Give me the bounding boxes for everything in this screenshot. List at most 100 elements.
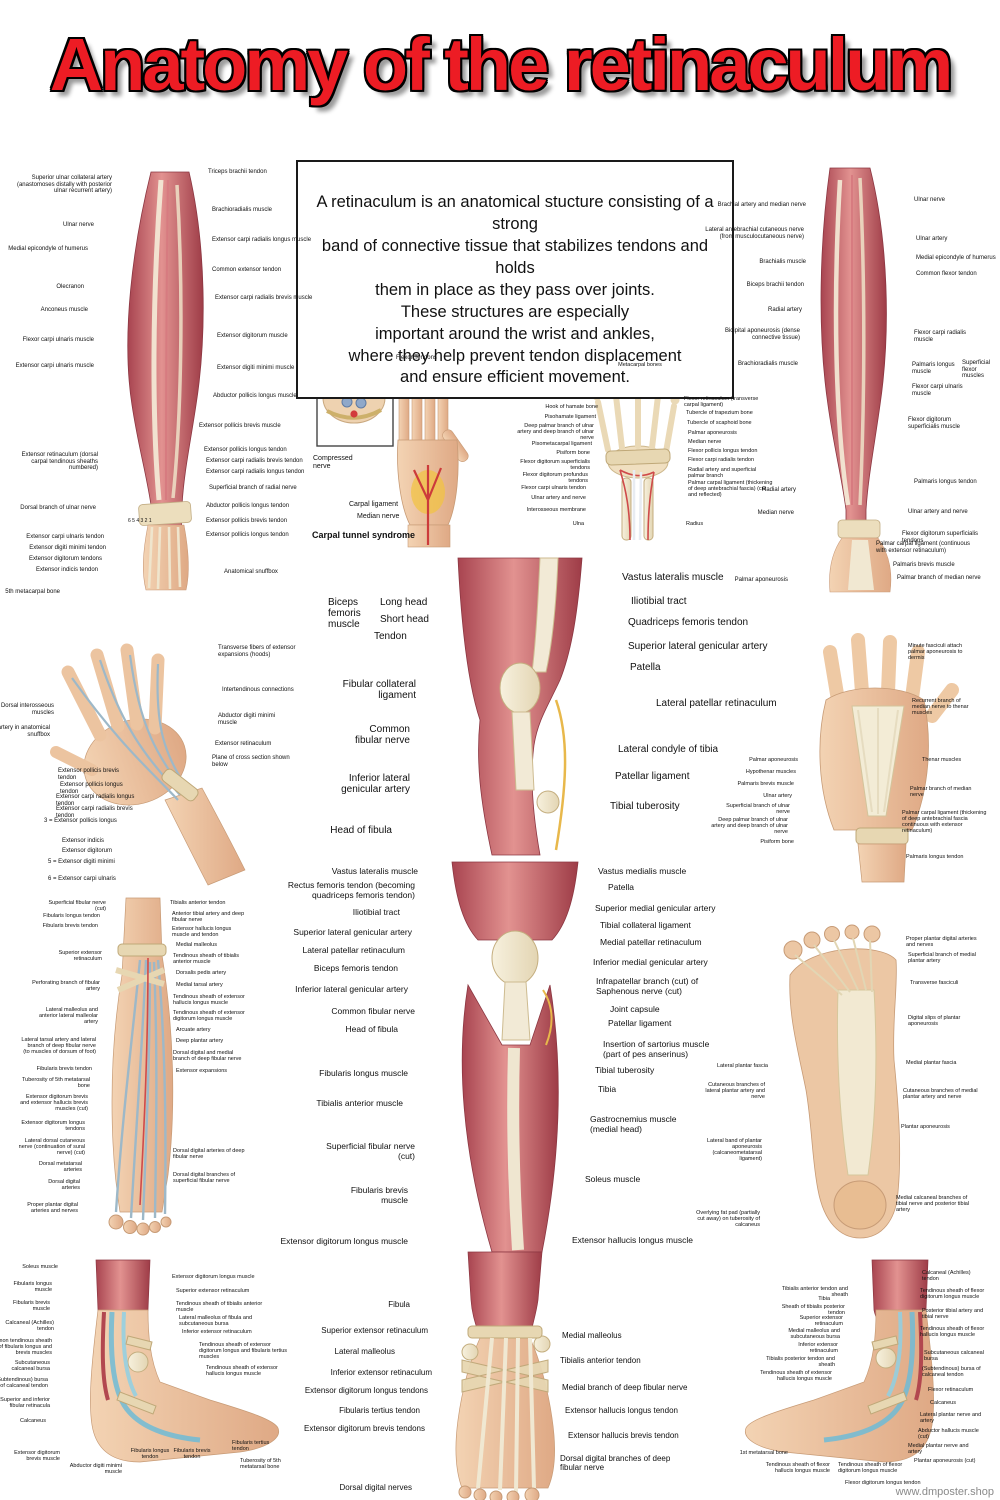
sole-of-foot-label: Medial plantar fascia — [906, 1060, 957, 1066]
posterior-forearm-label: Extensor indicis tendon — [35, 567, 98, 573]
anterior-knee-leg-label: Iliotibial tract — [352, 907, 400, 917]
poster-title: Anatomy of the retinaculum — [49, 23, 954, 106]
sole-of-foot-label: Cutaneous branches of medial plantar art… — [903, 1088, 978, 1101]
sole-of-foot-label: Transverse fasciculi — [910, 980, 959, 986]
wrist-deep-dissection-label: Flexor pollicis longus tendon — [688, 448, 758, 454]
dorsum-of-foot-label: Dorsal digital and medial branch of deep… — [173, 1050, 242, 1063]
art-medial-ankle — [744, 1259, 934, 1463]
medial-ankle-label: Flexor retinaculum — [928, 1387, 974, 1393]
sole-of-foot-label: Proper plantar digital arteries and nerv… — [906, 936, 977, 949]
medial-ankle-label: Tendinous sheath of flexor hallucis long… — [920, 1326, 985, 1339]
dorsum-of-foot-label: Extensor hallucis longus muscle and tend… — [172, 926, 232, 939]
lateral-ankle-label: Fibularis longus tendon — [130, 1448, 170, 1461]
lateral-ankle-label: Tendinous sheath of extensor hallucis lo… — [206, 1365, 278, 1378]
lateral-knee-label: Short head — [380, 614, 429, 625]
anterior-ankle-label: Dorsal digital branches of deep fibular … — [560, 1454, 671, 1472]
lateral-ankle-label: Tendinous sheath of tibialis anterior mu… — [176, 1301, 263, 1314]
lateral-ankle-label: Abductor digiti minimi muscle — [69, 1463, 122, 1476]
lateral-ankle-label: Extensor digitorum brevis muscle — [14, 1450, 60, 1463]
lateral-knee-label: Patella — [630, 662, 661, 673]
dorsum-of-foot-label: Dorsal metatarsal arteries — [38, 1161, 82, 1174]
medial-ankle-label: Tendinous sheath of flexor hallucis long… — [765, 1462, 830, 1475]
description-box: A retinaculum is an anatomical stucture … — [296, 160, 734, 400]
anterior-ankle-label: Lateral malleolus — [334, 1347, 395, 1356]
posterior-forearm-label: Brachioradialis muscle — [212, 207, 273, 213]
medial-ankle-label: Tendinous sheath of flexor digitorum lon… — [920, 1288, 985, 1301]
anterior-forearm-label: Flexor digitorum superficialis muscle — [908, 417, 961, 430]
anterior-knee-leg-label: Tibial tuberosity — [595, 1065, 655, 1075]
carpal-tunnel-label: Median nerve — [357, 513, 400, 520]
dorsum-of-foot-label: Tendinous sheath of extensor hallucis lo… — [173, 994, 245, 1007]
dorsum-of-foot-label: Lateral tarsal artery and lateral branch… — [21, 1037, 96, 1056]
posterior-forearm-label: Olecranon — [56, 284, 84, 290]
wrist-deep-dissection-label: Tubercle of trapezium bone — [686, 410, 753, 416]
art-posterior-forearm — [127, 171, 204, 591]
carpal-tunnel-label: Carpal ligament — [349, 501, 399, 508]
lateral-knee-label: Lateral patellar retinaculum — [656, 698, 777, 709]
anterior-ankle-label: Extensor hallucis brevis tendon — [568, 1431, 679, 1440]
palmar-hand-label: Palmar aponeurosis — [749, 757, 798, 763]
anterior-forearm-label: Lateral antebrachial cutaneous nerve (fr… — [705, 227, 804, 240]
medial-ankle-label: Superior extensor retinaculum — [799, 1315, 843, 1328]
lateral-ankle-label: Soleus muscle — [22, 1264, 58, 1270]
anterior-forearm-label: Flexor carpi radialis muscle — [914, 330, 967, 343]
lateral-ankle-label: Tendinous sheath of extensor digitorum l… — [199, 1342, 288, 1361]
anterior-forearm-label: Flexor digitorum superficialis tendons — [902, 531, 979, 544]
anterior-forearm-label: Common flexor tendon — [916, 271, 977, 277]
wrist-deep-dissection-label: Interosseous membrane — [526, 507, 586, 513]
anterior-forearm-label: Brachialis muscle — [759, 259, 806, 265]
palmar-hand-label: Pisiform bone — [760, 839, 794, 845]
anterior-ankle-label: Medial branch of deep fibular nerve — [562, 1383, 688, 1392]
lateral-ankle-label: Superior extensor retinaculum — [176, 1288, 250, 1294]
anterior-forearm-label: Brachioradialis muscle — [737, 361, 798, 367]
medial-ankle-label: Medial malleolus and subcutaneous bursa — [788, 1328, 840, 1341]
anterior-ankle-label: Extensor hallucis longus tendon — [565, 1406, 678, 1415]
dorsum-of-foot-label: Extensor expansions — [176, 1068, 228, 1074]
anterior-knee-leg-label: Inferior medial genicular artery — [593, 957, 708, 967]
palmar-hand-label: Palmar branch of median nerve — [910, 786, 972, 799]
anterior-forearm-label: Palmar aponeurosis — [734, 577, 788, 583]
dorsal-hand-label: Transverse fibers of extensor expansions… — [218, 645, 296, 658]
lateral-ankle-label: Inferior extensor retinaculum — [182, 1329, 252, 1335]
medial-ankle-label: Tibialis anterior tendon and sheath — [781, 1286, 848, 1299]
anterior-knee-leg-label: Patella — [608, 882, 634, 892]
anterior-forearm-label: Palmaris longus tendon — [914, 479, 977, 485]
dorsum-of-foot-label: Tuberosity of 5th metatarsal bone — [22, 1077, 90, 1090]
wrist-deep-dissection-label: Median nerve — [688, 439, 722, 445]
lateral-knee-label: Quadriceps femoris tendon — [628, 617, 749, 628]
dorsum-of-foot-label: Superior extensor retinaculum — [58, 950, 102, 963]
posterior-forearm-label: Extensor pollicis longus tendon — [204, 447, 287, 453]
lateral-knee-label: Common fibular nerve — [354, 724, 410, 747]
dorsum-of-foot-label: Superficial fibular nerve (cut) — [48, 900, 106, 913]
wrist-deep-dissection-label: Pisiform bone — [556, 450, 590, 456]
lateral-knee-label: Lateral condyle of tibia — [618, 744, 719, 755]
sole-of-foot-label: Lateral band of plantar aponeurosis (cal… — [706, 1138, 762, 1163]
wrist-deep-dissection-label: Palmar carpal ligament (thickening of de… — [688, 480, 773, 499]
anterior-knee-leg-label: Superior medial genicular artery — [595, 903, 716, 913]
posterior-forearm-label: Extensor pollicis brevis muscle — [199, 423, 281, 429]
anterior-knee-leg-label: Fibularis longus muscle — [319, 1068, 408, 1078]
anterior-knee-leg-label: Tibial collateral ligament — [600, 920, 691, 930]
posterior-forearm-label: Extensor digitorum muscle — [217, 333, 288, 339]
posterior-forearm-label: Abductor pollicis longus muscle — [213, 393, 297, 399]
medial-ankle-label: Sheath of tibialis posterior tendon — [781, 1304, 845, 1317]
dorsum-of-foot-label: Extensor digitorum brevis and extensor h… — [20, 1094, 88, 1113]
description-text: A retinaculum is an anatomical stucture … — [316, 192, 714, 387]
dorsal-hand-label: Dorsal interosseous muscles — [0, 703, 54, 716]
wrist-deep-dissection-label: Ulnar artery and nerve — [531, 495, 586, 501]
posterior-forearm-label: Extensor carpi ulnaris muscle — [15, 363, 94, 369]
medial-ankle-label: Calcaneal (Achilles) tendon — [922, 1270, 971, 1283]
anterior-ankle-label: Fibularis tertius tendon — [339, 1406, 420, 1415]
lateral-knee-label: Vastus lateralis muscle — [622, 572, 724, 583]
anterior-knee-leg-label: Head of fibula — [345, 1024, 398, 1034]
lateral-knee-label: Biceps femoris muscle — [328, 597, 361, 631]
lateral-knee-label: Iliotibial tract — [631, 596, 687, 607]
art-lateral-knee — [457, 557, 583, 856]
palmar-hand-label: Thenar muscles — [922, 757, 962, 763]
carpal-tunnel-label: Carpal tunnel syndrome — [312, 530, 416, 540]
lateral-ankle-label: (Subtendinous) bursa of calcaneal tendon — [0, 1377, 48, 1390]
medial-ankle-label: Tendinous sheath of extensor hallucis lo… — [760, 1370, 832, 1383]
posterior-forearm-label: Dorsal branch of ulnar nerve — [20, 505, 96, 511]
anterior-ankle-label: Inferior extensor retinaculum — [330, 1368, 432, 1377]
anterior-knee-leg-label: Common fibular nerve — [331, 1006, 415, 1016]
